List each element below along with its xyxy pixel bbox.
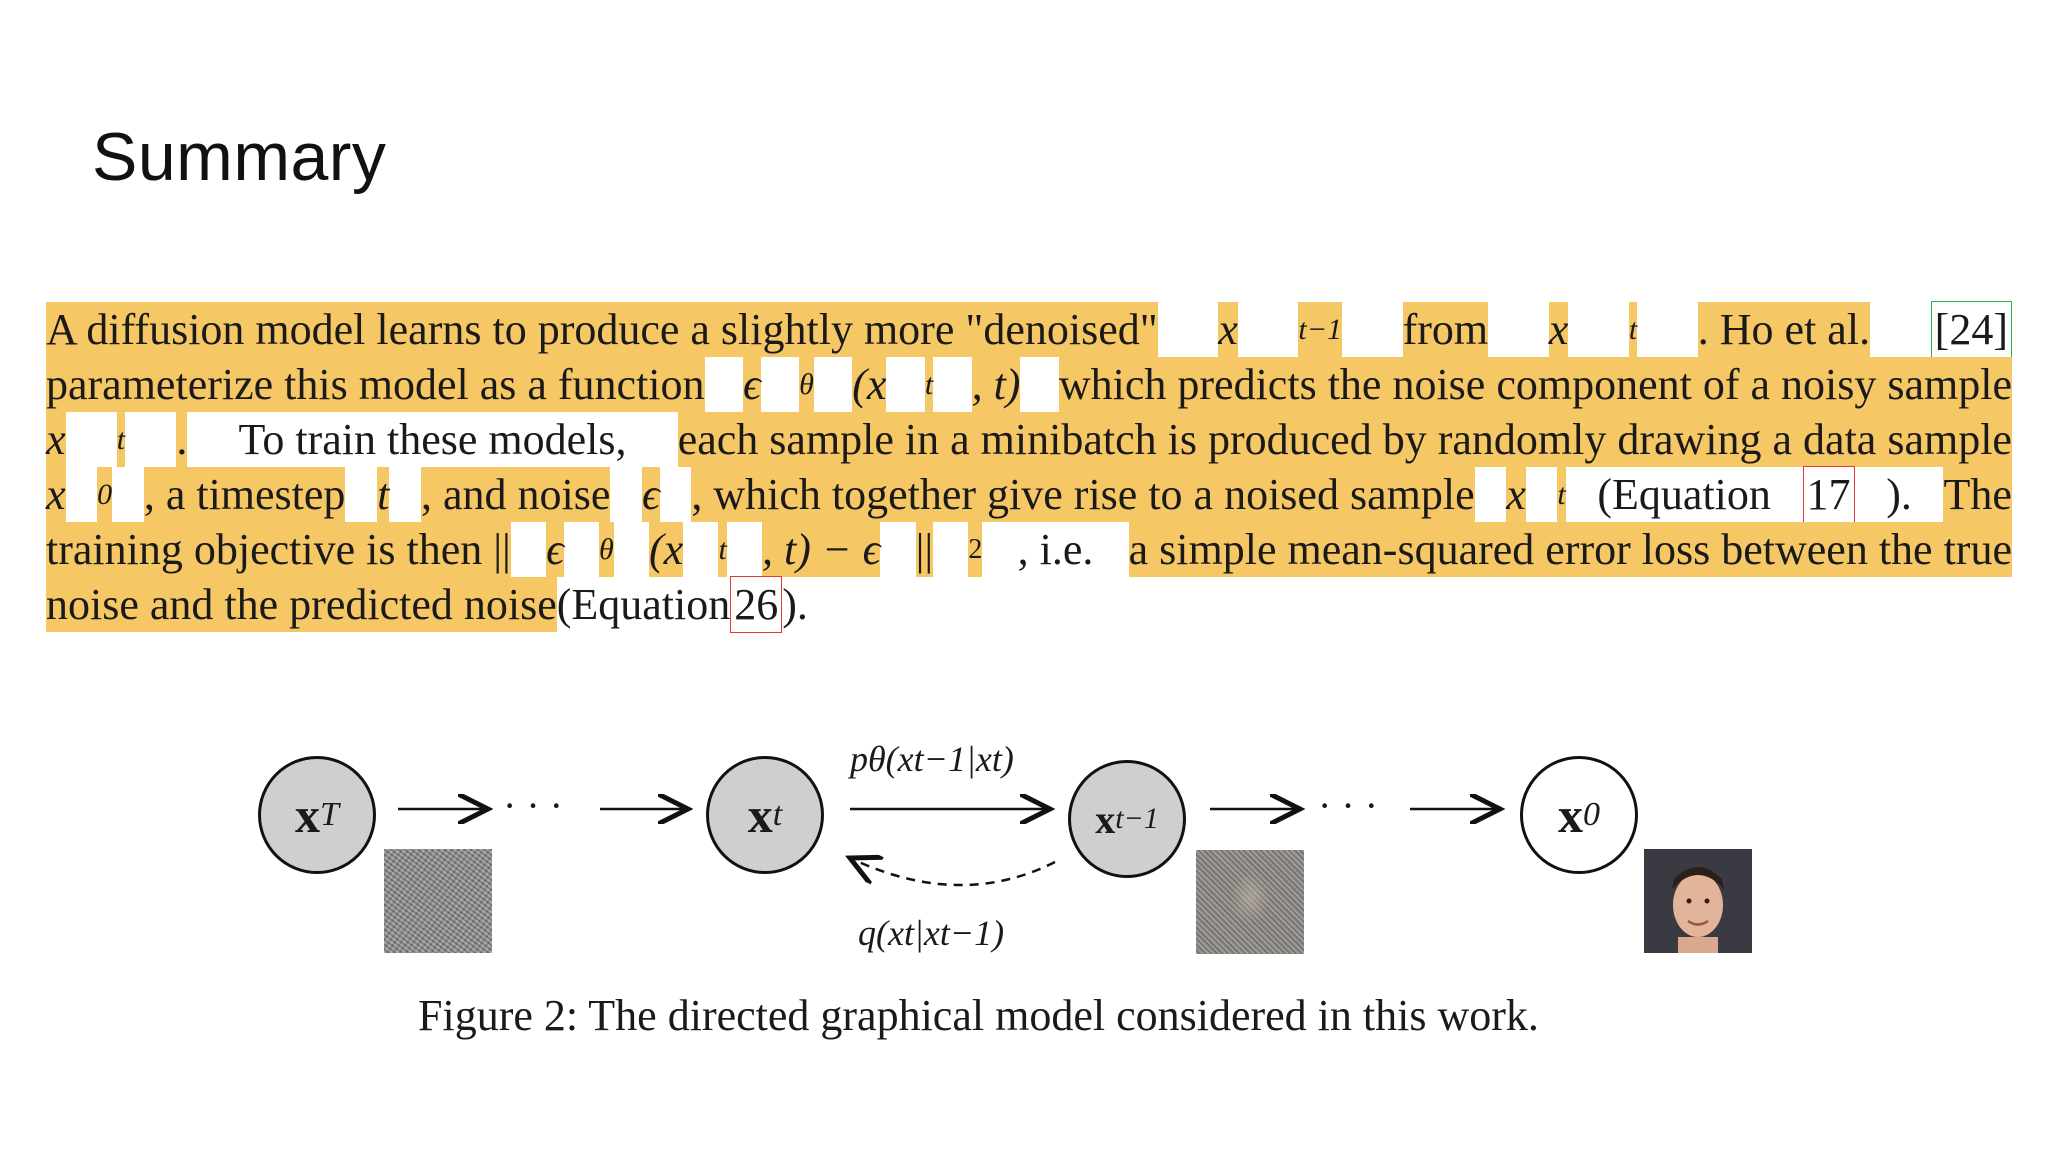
text-segment: || — [915, 522, 934, 577]
text-segment: t — [116, 412, 126, 467]
text-segment: , i.e. — [1017, 522, 1094, 577]
slide-title: Summary — [92, 119, 387, 195]
text-segment: (x — [852, 357, 887, 412]
citation-link[interactable]: 17 — [1802, 466, 1855, 523]
text-segment: training objective is then || — [46, 522, 511, 577]
text-segment: x — [1218, 302, 1238, 357]
arrow-forward-process — [850, 858, 1056, 887]
ellipsis-right: · · · — [1318, 783, 1378, 828]
text-segment: ). — [782, 577, 808, 632]
text-segment: t — [377, 467, 390, 522]
paper-line: A diffusion model learns to produce a sl… — [46, 301, 2012, 358]
text-segment: . — [176, 412, 188, 467]
text-segment: ϵ — [742, 357, 761, 412]
text-segment: t — [924, 357, 934, 412]
text-segment: , which together give rise to a noised s… — [691, 467, 1475, 522]
text-segment: which predicts the noise component of a … — [1058, 357, 2012, 412]
clean-face-image — [1644, 849, 1752, 953]
text-segment: 2 — [968, 522, 983, 577]
label-reverse-process: pθ(xt−1|xt) — [850, 739, 1014, 779]
noisy-face-image — [1196, 850, 1304, 954]
text-segment: from — [1402, 302, 1489, 357]
text-segment: (Equation — [1597, 467, 1771, 522]
figure-caption: Figure 2: The directed graphical model c… — [418, 991, 1539, 1040]
text-segment: t — [1628, 302, 1638, 357]
text-segment: (Equation — [556, 577, 731, 632]
text-segment: The — [1943, 467, 2012, 522]
text-segment: noise and the predicted noise — [46, 577, 557, 632]
text-segment: 0 — [97, 467, 113, 522]
paper-excerpt: A diffusion model learns to produce a sl… — [46, 301, 2012, 633]
text-segment: , t) — [971, 357, 1021, 412]
text-segment: t−1 — [1298, 302, 1342, 357]
text-segment: t — [718, 522, 727, 577]
text-segment: , a timestep — [143, 467, 346, 522]
face-photo-icon — [1644, 849, 1752, 953]
paper-line: noise and the predicted noise (Equation … — [46, 576, 2012, 633]
citation-link[interactable]: [24] — [1930, 301, 2012, 358]
text-segment: a simple mean-squared error loss between… — [1128, 522, 2012, 577]
text-segment: , and noise — [420, 467, 611, 522]
text-segment: t — [1557, 467, 1566, 522]
ellipsis-left: · · · — [503, 783, 563, 828]
text-segment: x — [46, 412, 66, 467]
citation-link[interactable]: 26 — [730, 576, 783, 633]
text-segment: x — [1548, 302, 1569, 357]
text-segment: ϵ — [641, 467, 660, 522]
text-segment: A diffusion model learns to produce a sl… — [46, 302, 1158, 357]
text-segment: , t) − ϵ — [762, 522, 881, 577]
text-segment: To train these models, — [238, 412, 627, 467]
text-segment: x — [46, 467, 66, 522]
label-forward-process: q(xt|xt−1) — [858, 913, 1005, 953]
text-segment: . Ho et al. — [1697, 302, 1871, 357]
text-segment: (x — [649, 522, 684, 577]
text-segment: x — [1506, 467, 1526, 522]
text-segment: θ — [599, 522, 614, 577]
text-segment: θ — [799, 357, 814, 412]
text-segment: parameterize this model as a function — [46, 357, 705, 412]
noise-image — [384, 849, 492, 953]
text-segment: each sample in a minibatch is produced b… — [677, 412, 2012, 467]
text-segment: ϵ — [546, 522, 564, 577]
text-segment: ). — [1886, 467, 1912, 522]
